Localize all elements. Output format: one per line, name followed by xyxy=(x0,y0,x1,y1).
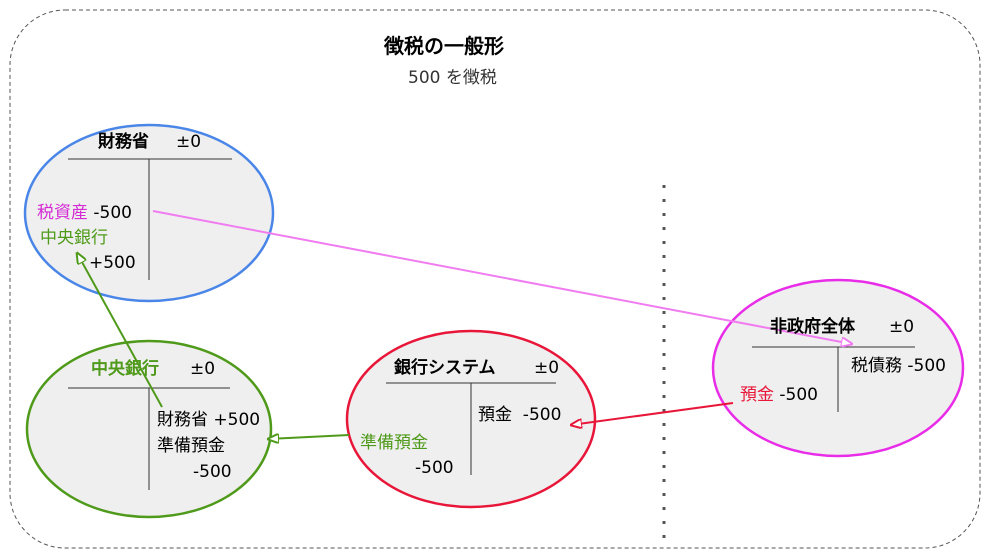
ministry-central-bank-label: 中央銀行 xyxy=(40,228,108,248)
ministry-tax-asset-entry: 税資産 -500 xyxy=(37,203,132,223)
arrow-deposit-to-bank-deposit xyxy=(571,402,734,425)
non-gov-deposit-entry: 預金 -500 xyxy=(740,385,818,405)
arrow-tax-asset-to-tax-liability xyxy=(152,210,852,344)
outer-frame xyxy=(9,9,981,549)
central-bank-reserve-value: -500 xyxy=(193,462,232,482)
ministry-name: 財務省 xyxy=(98,132,149,152)
ministry-central-bank-value: +500 xyxy=(89,253,136,273)
central-bank-balance: ±0 xyxy=(190,359,216,379)
diagram-title: 徴税の一般形 xyxy=(384,34,504,58)
non-gov-tax-liability-entry: 税債務 -500 xyxy=(851,356,946,376)
ministry-tax-asset-value: -500 xyxy=(93,203,132,223)
bank-system-balance: ±0 xyxy=(534,358,560,378)
non-gov-balance: ±0 xyxy=(889,317,915,337)
bank-system-deposit-entry: 預金 -500 xyxy=(478,405,562,425)
central-bank-name: 中央銀行 xyxy=(91,359,159,379)
central-bank-reserve-label: 準備預金 xyxy=(157,436,225,456)
non-gov-name: 非政府全体 xyxy=(770,317,855,337)
non-gov-deposit-label: 預金 xyxy=(740,385,774,405)
central-bank-ministry-entry: 財務省 +500 xyxy=(157,410,261,430)
ministry-tax-asset-label: 税資産 xyxy=(37,203,88,223)
arrow-central-bank-to-ministry xyxy=(77,253,163,408)
bank-system-reserve-label: 準備預金 xyxy=(360,433,428,453)
ministry-balance: ±0 xyxy=(176,132,202,152)
bank-system-reserve-value: -500 xyxy=(415,458,454,478)
diagram-subtitle: 500 を徴税 xyxy=(408,68,497,88)
arrow-reserve-to-central-bank xyxy=(268,435,350,439)
non-gov-deposit-value: -500 xyxy=(779,385,818,405)
bank-system-name: 銀行システム xyxy=(394,358,496,378)
